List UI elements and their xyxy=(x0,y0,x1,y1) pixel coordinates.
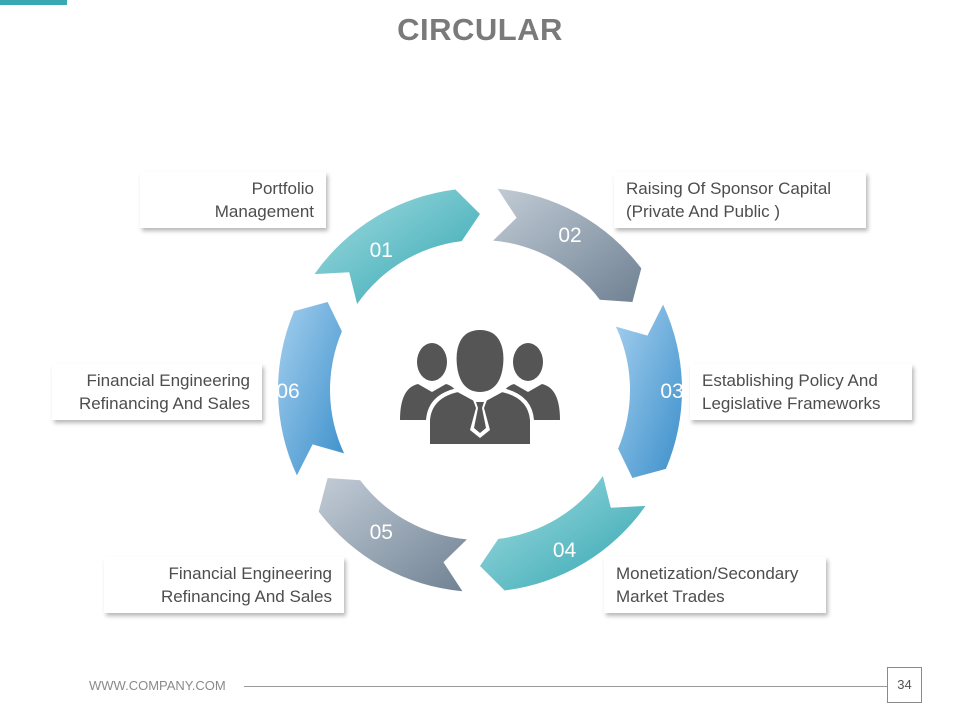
segment-number-04: 04 xyxy=(553,539,577,562)
segment-number-03: 03 xyxy=(660,380,683,403)
people-group-icon xyxy=(400,325,560,448)
segment-number-05: 05 xyxy=(370,521,393,544)
step-label-04: Monetization/Secondary Market Trades xyxy=(604,557,826,613)
accent-bar xyxy=(0,0,67,5)
segment-number-06: 06 xyxy=(276,380,299,403)
cycle-segment-06 xyxy=(278,302,345,476)
cycle-segment-05 xyxy=(318,478,467,592)
step-label-03: Establishing Policy And Legislative Fram… xyxy=(690,364,912,420)
cycle-segment-02 xyxy=(493,188,642,302)
step-label-06: Financial Engineering Refinancing And Sa… xyxy=(52,364,262,420)
footer-url: WWW.COMPANY.COM xyxy=(89,678,226,693)
cycle-segment-01 xyxy=(314,189,480,304)
segment-number-02: 02 xyxy=(558,224,581,247)
cycle-segment-03 xyxy=(615,304,682,478)
footer-divider xyxy=(244,686,887,687)
page-title: CIRCULAR xyxy=(397,12,563,47)
step-label-05: Financial Engineering Refinancing And Sa… xyxy=(104,557,344,613)
segment-number-01: 01 xyxy=(370,239,393,262)
page-number: 34 xyxy=(887,667,922,703)
cycle-segment-04 xyxy=(480,476,646,591)
step-label-02: Raising Of Sponsor Capital (Private And … xyxy=(614,172,866,228)
step-label-01: Portfolio Management xyxy=(140,172,326,228)
